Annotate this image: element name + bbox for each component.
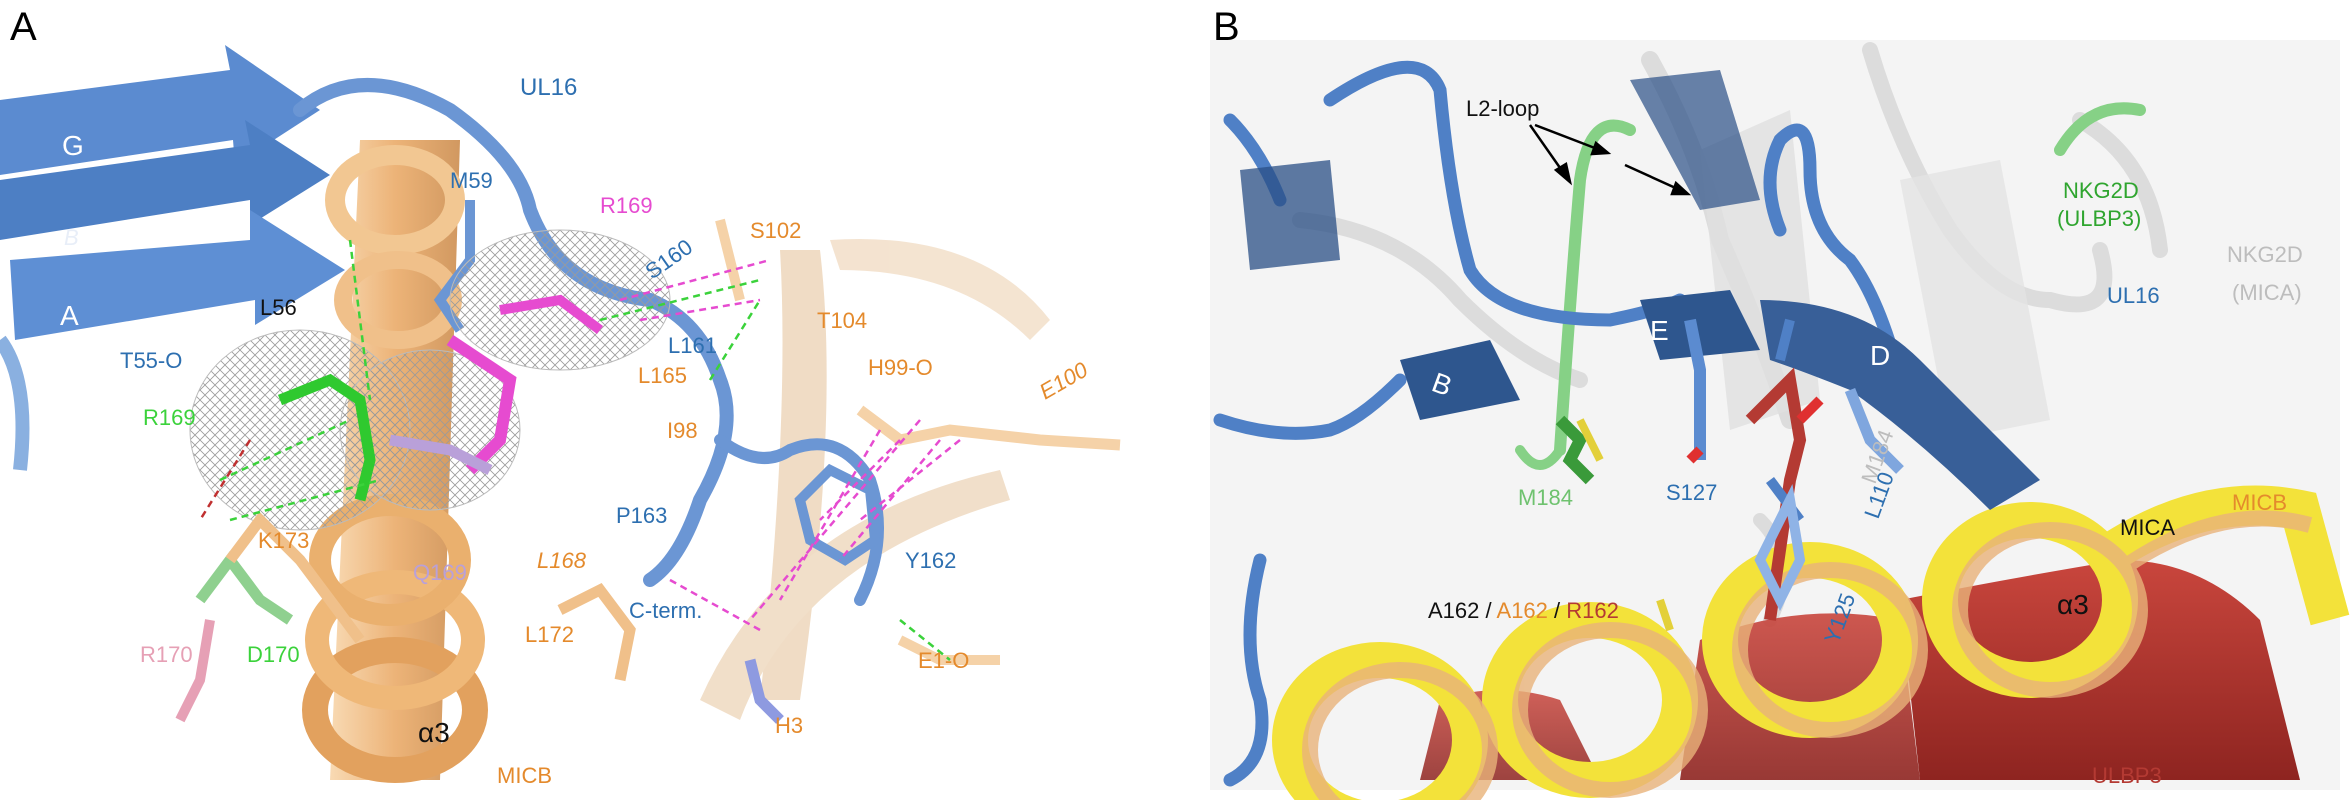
label-i98: I98 [667,418,698,443]
nkg2d-ulbp3-ribbons [1515,102,2146,470]
density-mesh [189,229,671,531]
l2-loop-arrows [1528,123,1692,196]
label-e1o: E1-O [918,648,969,673]
label-ul16-b: UL16 [2107,283,2160,308]
label-r170: R170 [140,642,193,667]
label-strand-a: A [60,300,79,331]
label-r169-green: R169 [143,405,196,430]
label-nkg2d-ulbp3-line1: NKG2D [2063,178,2139,203]
label-m59: M59 [450,168,493,193]
label-m184-green: M184 [1518,485,1573,510]
label-l172: L172 [525,622,574,647]
label-l2-loop: L2-loop [1466,96,1539,121]
label-k173: K173 [258,528,309,553]
label-h3: H3 [775,713,803,738]
label-h99o: H99-O [868,355,933,380]
residue-sticks [175,218,1121,724]
label-y162: Y162 [905,548,956,573]
label-nkg2d-mica-line1: NKG2D [2227,242,2303,267]
label-alpha3-b: α3 [2057,589,2089,620]
panel-a-letter: A [10,5,37,49]
label-strand-g: G [62,130,84,161]
label-slash: / [1548,598,1566,623]
micb-helix-b [1302,510,2313,800]
label-t104: T104 [817,308,867,333]
ul16-strands-b [1240,70,2040,510]
label-micb-b: MICB [2232,490,2287,515]
label-ulbp3: ULBP3 [2092,763,2162,788]
label-s102: S102 [750,218,801,243]
hbond-dashes [198,239,961,661]
label-mica: MICA [2120,515,2175,540]
m184-green-stick [1555,415,1604,485]
label-ul16-a: UL16 [520,74,577,101]
label-d170: D170 [247,642,300,667]
label-micb-a: MICB [497,763,552,788]
label-t55o: T55-O [120,348,182,373]
label-r169-magenta: R169 [600,193,653,218]
sidechain-sticks-b [1656,318,1904,632]
panel-b-letter: B [1213,5,1240,49]
label-c-term: C-term. [629,598,702,623]
label-strand-b: B [64,225,79,250]
label-l168: L168 [537,548,587,573]
label-alpha3-a: α3 [418,717,450,748]
label-a162-orange: A162 [1497,598,1548,623]
panel-a: A UL16 G B A M59 R169 S160 S102 L56 T104… [0,5,1170,800]
ul16-ring-y162 [794,463,881,566]
label-strand-d: D [1870,340,1890,371]
label-l56: L56 [260,295,297,320]
label-s127: S127 [1666,480,1717,505]
ul16-ctail [714,434,884,606]
ul16-sheet [0,45,345,471]
label-a162-black: A162 / [1428,598,1497,623]
label-strand-e: E [1650,315,1669,346]
panel-b: B L2-loop NKG2D (ULBP3) NKG2D (MICA) UL1… [1210,5,2350,800]
label-nkg2d-ulbp3-line2: (ULBP3) [2057,206,2141,231]
label-l165: L165 [638,363,687,388]
label-residue-162-line: A162 / A162 / R162 [1428,598,1619,623]
label-l161: L161 [668,333,717,358]
label-p163: P163 [616,503,667,528]
label-r162-red: R162 [1566,598,1619,623]
label-q169: Q169 [413,560,467,585]
label-nkg2d-mica-line2: (MICA) [2232,280,2302,305]
